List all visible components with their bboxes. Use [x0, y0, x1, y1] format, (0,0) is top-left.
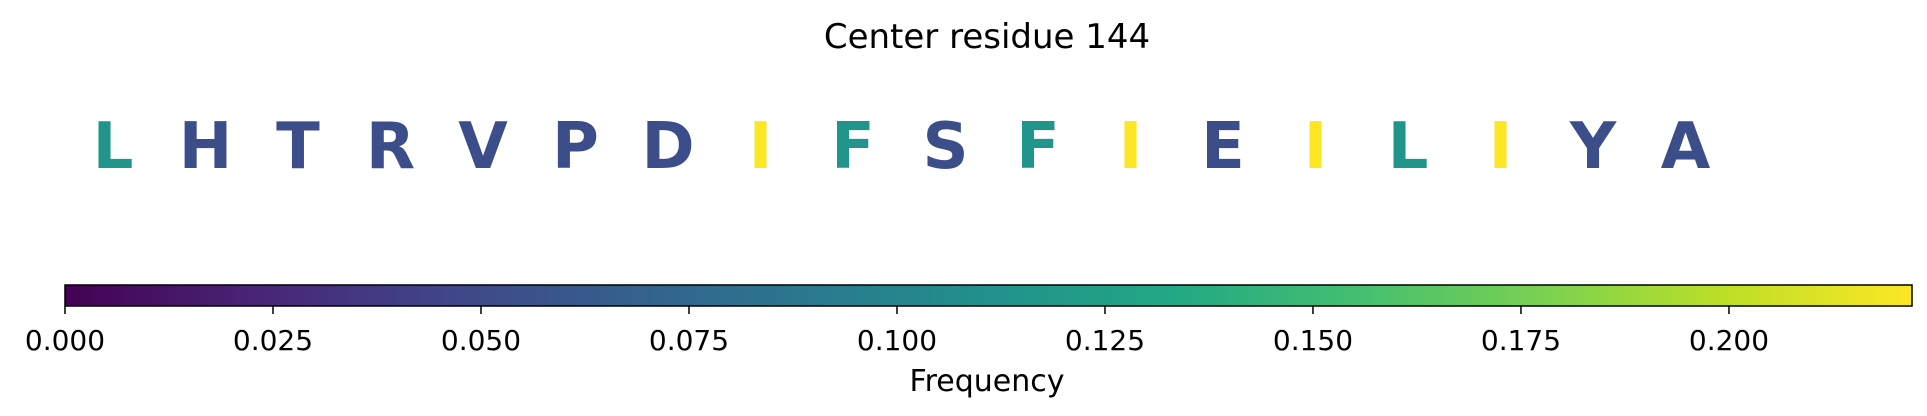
residue-letter: Y [1569, 110, 1617, 184]
residue-letter: F [1016, 110, 1060, 184]
residue-letter: I [749, 110, 773, 184]
residue-letter: H [179, 110, 233, 184]
residue-letter: E [1201, 110, 1245, 184]
colorbar-tick-label: 0.200 [1689, 324, 1769, 357]
colorbar-tick-label: 0.050 [441, 324, 521, 357]
colorbar-tick-label: 0.100 [857, 324, 937, 357]
residue-letter: I [1119, 110, 1143, 184]
chart-title: Center residue 144 [824, 17, 1150, 57]
residue-letter: P [552, 110, 599, 184]
residue-letter: F [831, 110, 875, 184]
colorbar-ticks: 0.000 0.025 0.050 0.075 0.100 0.125 0.150 0.175… [25, 306, 1769, 357]
residue-letter: D [641, 110, 694, 184]
residue-letter: I [1489, 110, 1513, 184]
colorbar-tick-label: 0.125 [1065, 324, 1145, 357]
residue-letter: V [458, 110, 508, 184]
colorbar-tick-label: 0.000 [25, 324, 105, 357]
residue-letter: R [366, 110, 415, 184]
residue-letter: L [1388, 110, 1429, 184]
residue-letter: I [1304, 110, 1328, 184]
colorbar-gradient [64, 284, 1913, 307]
colorbar-tick-label: 0.025 [233, 324, 313, 357]
residue-letter: A [1661, 110, 1711, 184]
colorbar-label: Frequency [910, 364, 1065, 399]
residue-letter: L [93, 110, 134, 184]
colorbar-tick-label: 0.150 [1273, 324, 1353, 357]
colorbar: 0.000 0.025 0.050 0.075 0.100 0.125 0.150 0.175… [25, 284, 1913, 399]
residue-letter: S [922, 110, 968, 184]
colorbar-tick-label: 0.175 [1481, 324, 1561, 357]
residue-letter: T [276, 110, 320, 184]
colorbar-tick-label: 0.075 [649, 324, 729, 357]
